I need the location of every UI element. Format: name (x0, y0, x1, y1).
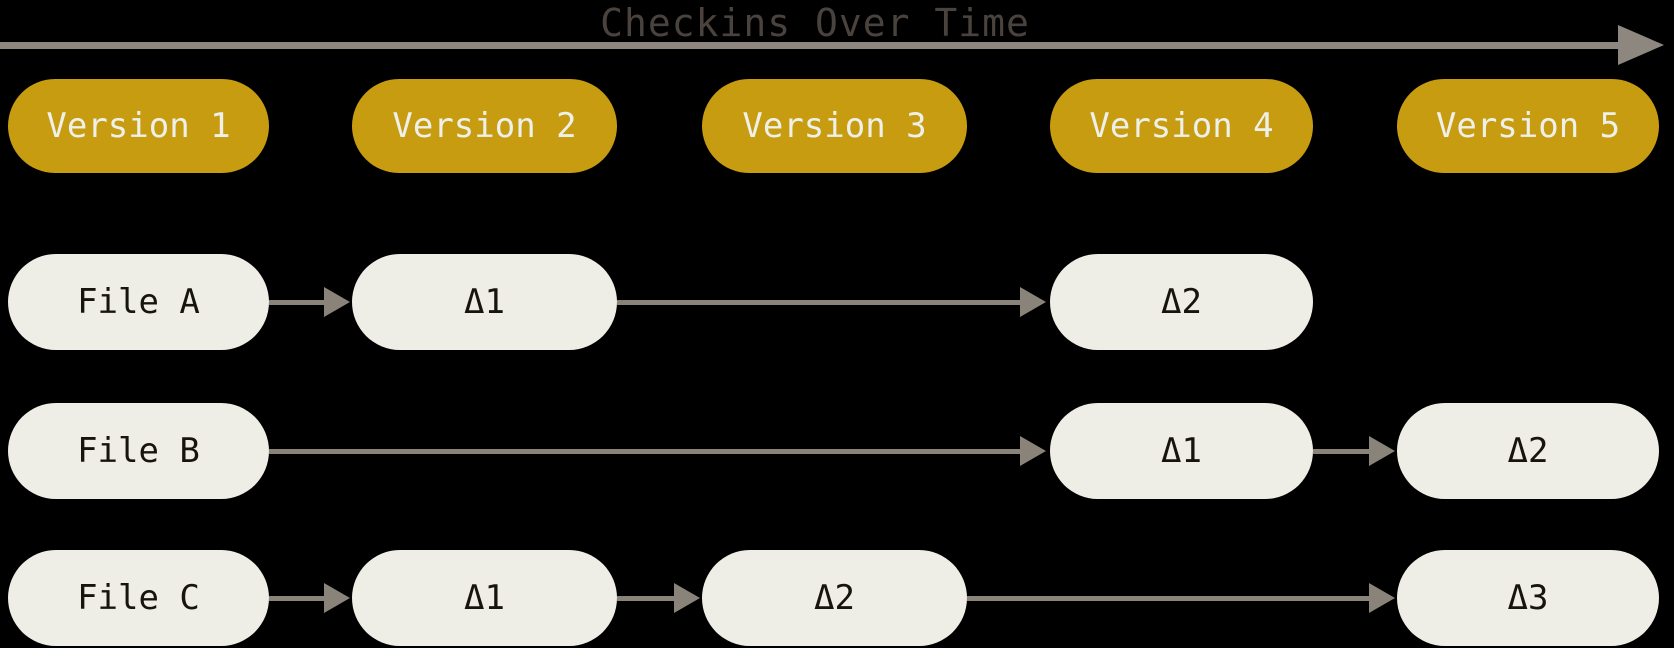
arrow-filea-delta1-to-delta2-line (617, 300, 1022, 305)
file-c-node: File C (8, 550, 269, 646)
arrow-fileb-to-delta1-line (269, 449, 1024, 454)
file-a-node: File A (8, 254, 269, 350)
arrow-fileb-delta1-to-delta2-line (1313, 449, 1373, 454)
version-3-pill: Version 3 (702, 79, 967, 173)
arrow-filec-delta2-to-delta3-head-icon (1369, 583, 1395, 613)
version-1-pill: Version 1 (8, 79, 269, 173)
arrow-filea-to-delta1-head-icon (324, 287, 350, 317)
arrow-filec-to-delta1-head-icon (324, 583, 350, 613)
arrow-filec-delta1-to-delta2-head-icon (674, 583, 700, 613)
version-2-pill: Version 2 (352, 79, 617, 173)
version-4-pill: Version 4 (1050, 79, 1313, 173)
arrow-fileb-to-delta1-head-icon (1020, 436, 1046, 466)
diagram-title: Checkins Over Time (600, 1, 1030, 45)
file-b-node: File B (8, 403, 269, 499)
arrow-filec-delta2-to-delta3-line (967, 596, 1371, 601)
arrow-filec-to-delta1-line (269, 596, 326, 601)
file-c-delta2-node: Δ2 (702, 550, 967, 646)
arrow-filea-delta1-to-delta2-head-icon (1020, 287, 1046, 317)
timeline-arrowhead-icon (1618, 25, 1664, 65)
arrow-filea-to-delta1-line (269, 300, 326, 305)
file-b-delta2-node: Δ2 (1397, 403, 1659, 499)
timeline-arrow-line (0, 42, 1622, 49)
file-b-delta1-node: Δ1 (1050, 403, 1313, 499)
file-c-delta1-node: Δ1 (352, 550, 617, 646)
version-5-pill: Version 5 (1397, 79, 1659, 173)
file-a-delta1-node: Δ1 (352, 254, 617, 350)
file-c-delta3-node: Δ3 (1397, 550, 1659, 646)
file-a-delta2-node: Δ2 (1050, 254, 1313, 350)
arrow-filec-delta1-to-delta2-line (617, 596, 676, 601)
arrow-fileb-delta1-to-delta2-head-icon (1369, 436, 1395, 466)
